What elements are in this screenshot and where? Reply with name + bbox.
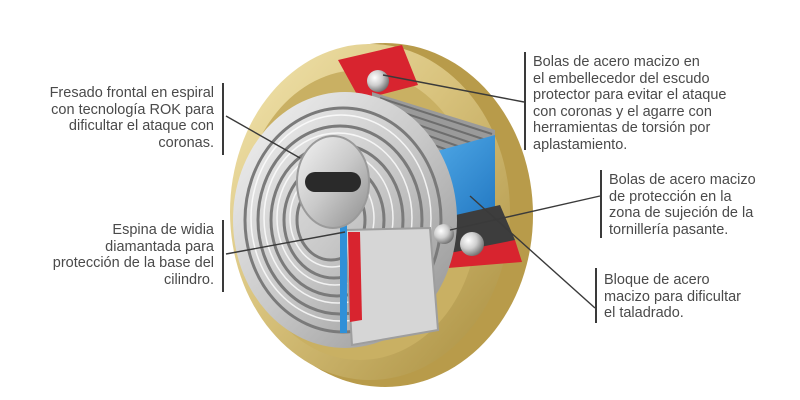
leader-line-frontal bbox=[225, 115, 301, 159]
callout-bar-bloque bbox=[595, 268, 597, 323]
callout-embellecedor-text: Bolas de acero macizo en el embellecedor… bbox=[533, 54, 727, 153]
widia-pin bbox=[340, 225, 347, 333]
callout-bar-sujecion bbox=[600, 170, 602, 238]
steel-ball-bottom bbox=[460, 232, 484, 256]
callout-bar-embellecedor bbox=[524, 52, 526, 150]
leader-line-sujecion bbox=[449, 195, 601, 231]
leader-line-bloque bbox=[469, 195, 596, 309]
callout-bar-widia bbox=[222, 220, 224, 292]
callout-sujecion-text: Bolas de acero macizo de protección en l… bbox=[609, 172, 756, 238]
leader-line-widia bbox=[225, 231, 346, 255]
leader-line-embellecedor bbox=[382, 74, 525, 103]
steel-ball-mid bbox=[434, 224, 454, 244]
steel-ball-top bbox=[367, 70, 389, 92]
callout-bar-frontal bbox=[222, 83, 224, 155]
callout-frontal-text: Fresado frontal en espiral con tecnologí… bbox=[49, 85, 214, 151]
callout-bloque-text: Bloque de acero macizo para dificultar e… bbox=[604, 272, 741, 321]
keyhole-plug bbox=[296, 135, 370, 229]
callout-widia-text: Espina de widia diamantada para protecci… bbox=[52, 222, 214, 288]
cutaway-inner-red bbox=[348, 232, 362, 322]
